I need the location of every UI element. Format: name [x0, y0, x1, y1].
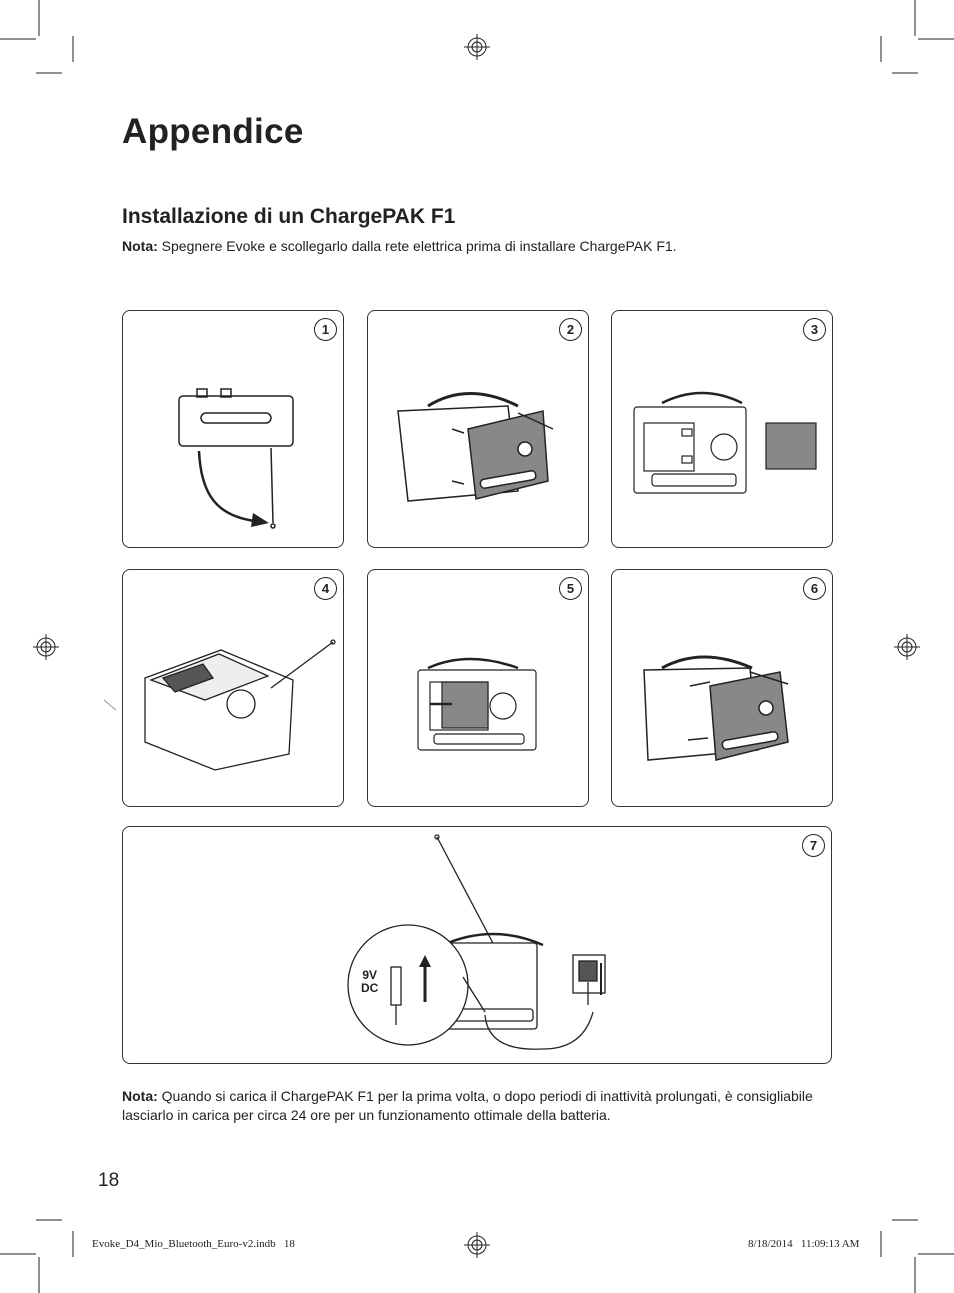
- footer-timestamp: 8/18/2014 11:09:13 AM: [748, 1238, 859, 1250]
- step-7-illustration: [123, 827, 831, 1063]
- step-1-illustration: [123, 311, 343, 547]
- step-number: 4: [314, 577, 337, 600]
- current-type-label: DC: [361, 982, 378, 995]
- step-number: 6: [803, 577, 826, 600]
- note-label: Nota:: [122, 238, 158, 254]
- note-text: Quando si carica il ChargePAK F1 per la …: [122, 1088, 813, 1123]
- page-title: Appendice: [122, 112, 304, 152]
- section-title: Installazione di un ChargePAK F1: [122, 205, 455, 229]
- step-number: 3: [803, 318, 826, 341]
- step-number: 1: [314, 318, 337, 341]
- step-5-illustration: [368, 570, 588, 806]
- step-number: 2: [559, 318, 582, 341]
- step-1-panel: 1: [122, 310, 344, 548]
- step-number: 5: [559, 577, 582, 600]
- page-number: 18: [98, 1170, 119, 1192]
- footer-filename: Evoke_D4_Mio_Bluetooth_Euro-v2.indb 18: [92, 1238, 295, 1250]
- step-6-illustration: [612, 570, 832, 806]
- connector-label: 9V DC: [361, 969, 378, 995]
- step-6-panel: 6: [611, 569, 833, 807]
- step-3-panel: 3: [611, 310, 833, 548]
- step-3-illustration: [612, 311, 832, 547]
- step-4-panel: 4: [122, 569, 344, 807]
- step-7-panel: 9V DC 7: [122, 826, 832, 1064]
- note-top: Nota: Spegnere Evoke e scollegarlo dalla…: [122, 238, 677, 254]
- step-5-panel: 5: [367, 569, 589, 807]
- step-number: 7: [802, 834, 825, 857]
- note-label: Nota:: [122, 1088, 158, 1104]
- step-2-illustration: [368, 311, 588, 547]
- note-text: Spegnere Evoke e scollegarlo dalla rete …: [158, 238, 677, 254]
- step-4-illustration: [123, 570, 343, 806]
- note-bottom: Nota: Quando si carica il ChargePAK F1 p…: [122, 1087, 822, 1125]
- step-2-panel: 2: [367, 310, 589, 548]
